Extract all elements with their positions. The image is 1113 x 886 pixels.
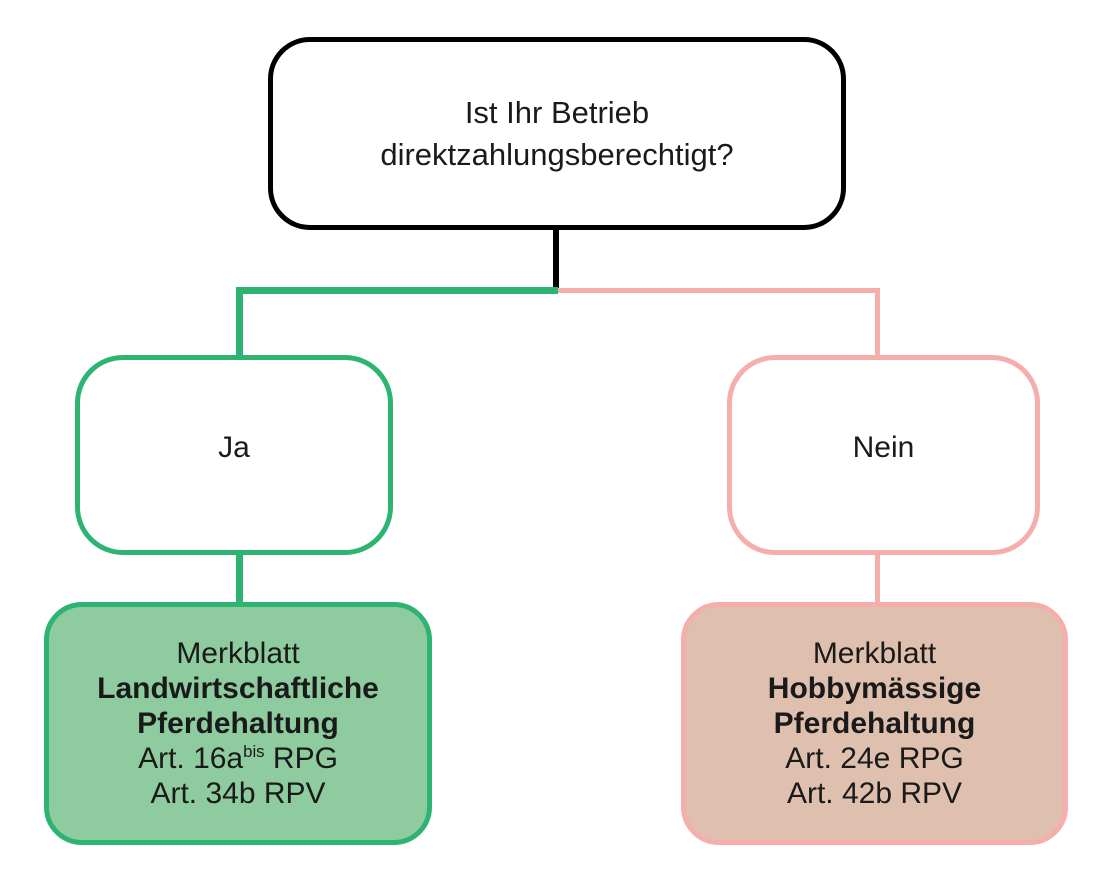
connector-drop-to-no [875, 288, 880, 359]
result-kicker-hobby: Merkblatt [812, 636, 937, 670]
decision-node-no: Nein [727, 355, 1040, 555]
reference-superscript: bis [243, 742, 265, 762]
connector-root-stem [553, 228, 559, 292]
result-title-hobby-line-2: Pferdehaltung [773, 706, 976, 740]
result-title-hobby-line-1: Hobbymässige [767, 671, 982, 705]
result-reference-agricultural-2: Art. 34b RPV [150, 777, 326, 811]
connector-drop-to-yes [236, 287, 243, 359]
root-question-line-2: direktzahlungsberechtigt? [380, 136, 734, 172]
result-reference-agricultural-1: Art. 16abis RPG [138, 741, 338, 776]
decision-label-yes: Ja [218, 431, 250, 464]
connector-drop-to-agricultural [236, 550, 243, 607]
result-card-agricultural: Merkblatt Landwirtschaftliche Pferdehalt… [44, 602, 432, 845]
decision-label-no: Nein [852, 431, 915, 464]
result-title-agricultural-line-1: Landwirtschaftliche [97, 671, 379, 705]
reference-prefix: Art. 16a [138, 742, 244, 776]
root-question-line-1: Ist Ihr Betrieb [464, 94, 650, 130]
connector-horizontal-green [236, 287, 558, 294]
root-question-node: Ist Ihr Betrieb direktzahlungsberechtigt… [268, 37, 846, 230]
result-reference-hobby-2: Art. 42b RPV [786, 777, 963, 811]
result-card-hobby: Merkblatt Hobbymässige Pferdehaltung Art… [681, 602, 1068, 845]
connector-horizontal-pink [558, 288, 880, 293]
result-title-agricultural-line-2: Pferdehaltung [137, 706, 339, 740]
reference-suffix: RPG [264, 742, 338, 776]
result-reference-hobby-1: Art. 24e RPG [785, 742, 964, 776]
result-kicker-agricultural: Merkblatt [176, 636, 300, 670]
connector-drop-to-hobby [875, 550, 880, 607]
decision-node-yes: Ja [75, 355, 393, 555]
